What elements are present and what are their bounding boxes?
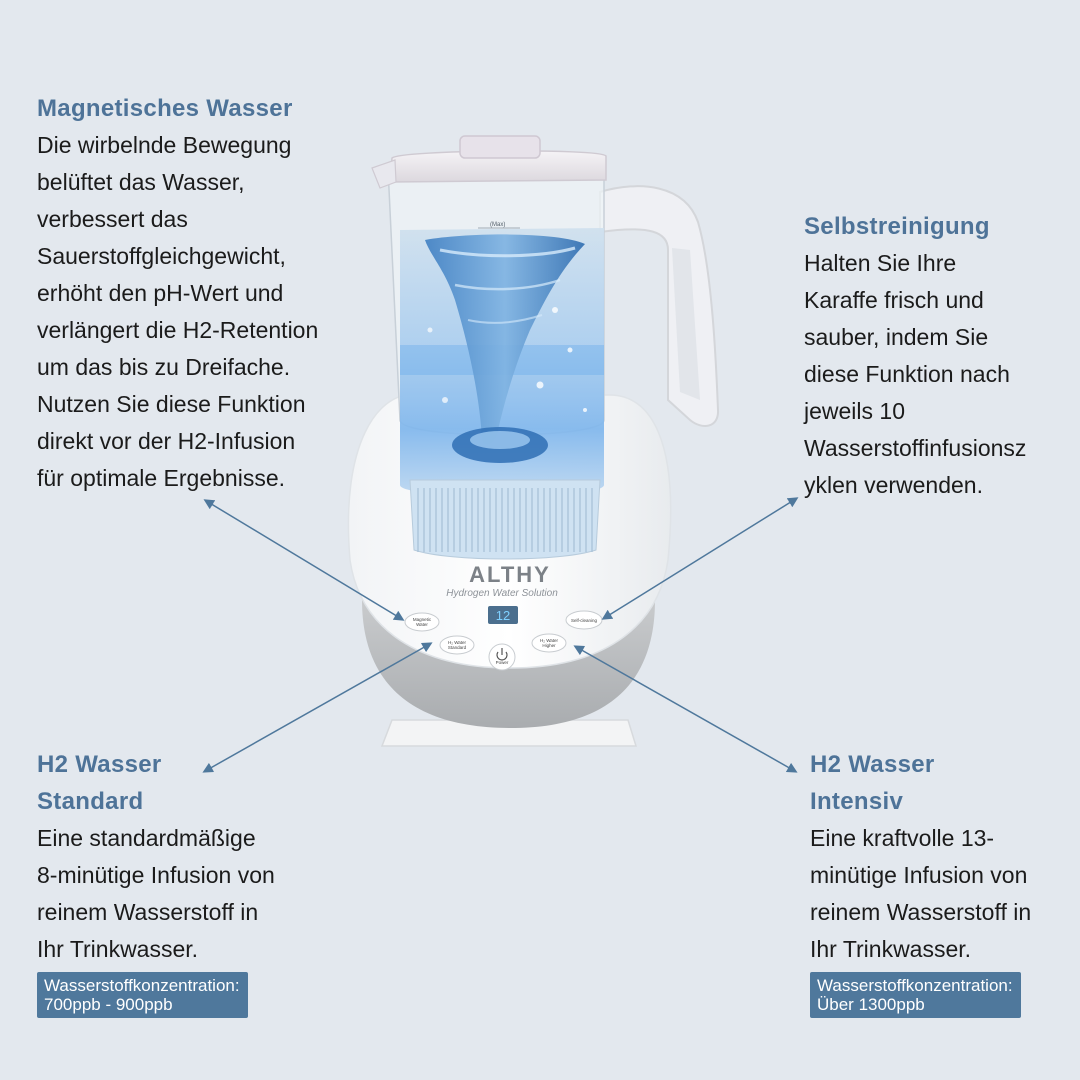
description-line: Nutzen Sie diese Funktion [37, 391, 306, 417]
pitcher-glass [387, 159, 605, 436]
concentration-badge: Wasserstoffkonzentration: Über 1300ppb [810, 972, 1021, 1018]
vortex-splash [452, 427, 548, 463]
base-plate [380, 719, 638, 747]
description-line: Halten Sie Ihre [804, 250, 957, 276]
description-line: Karaffe frisch und [804, 287, 984, 313]
svg-text:H₂ Water: H₂ Water [540, 638, 559, 643]
description-line: jeweils 10 [804, 398, 905, 424]
self-cleaning-button[interactable]: Self-cleaning [565, 610, 603, 630]
description-line: Die wirbelnde Bewegung [37, 132, 292, 158]
svg-text:H₂ Water: H₂ Water [448, 640, 467, 645]
feature-h2-standard: H2 Wasser Standard Eine standardmäßige 8-… [37, 746, 337, 1018]
description-line: minütige Infusion von [810, 862, 1028, 888]
description-line: belüftet das Wasser, [37, 169, 245, 195]
description-line: reinem Wasserstoff in [37, 899, 259, 925]
arrow-selfclean [601, 497, 799, 620]
description-line: yklen verwenden. [804, 472, 983, 498]
feature-description: Eine standardmäßige 8-minütige Infusion v… [37, 820, 337, 968]
svg-text:Water: Water [416, 622, 428, 627]
power-button[interactable]: Power [488, 643, 516, 671]
feature-title: H2 Wasser [37, 751, 162, 778]
description-line: sauber, indem Sie [804, 324, 989, 350]
svg-text:Standard: Standard [448, 645, 467, 650]
svg-text:Higher: Higher [542, 643, 556, 648]
magnetic-water-button[interactable]: Magnetic Water [404, 612, 440, 632]
power-icon [496, 648, 508, 661]
feature-title: H2 Wasser [810, 751, 935, 778]
description-line: diese Funktion nach [804, 361, 1010, 387]
svg-text:Magnetic: Magnetic [413, 617, 432, 622]
description-line: reinem Wasserstoff in [810, 899, 1032, 925]
badge-label: Wasserstoffkonzentration: [817, 976, 1013, 995]
base-white-shell [347, 394, 672, 669]
base-grey-shell [362, 600, 655, 728]
pitcher-handle [599, 185, 720, 427]
h2-higher-button[interactable]: H₂ Water Higher [531, 633, 567, 653]
max-mark: (Max) [490, 222, 505, 228]
description-line: Wasserstoffinfusionsz [804, 435, 1027, 461]
description-line: Ihr Trinkwasser. [810, 936, 972, 962]
feature-magnetic-water: Magnetisches Wasser Die wirbelnde Bewegu… [37, 90, 367, 497]
feature-title: Magnetisches Wasser [37, 95, 293, 122]
badge-value: Über 1300ppb [817, 995, 925, 1014]
pitcher-spout [371, 159, 397, 189]
svg-text:Self-cleaning: Self-cleaning [571, 618, 598, 623]
arrow-magnetic [203, 499, 405, 621]
pitcher-lid [389, 150, 607, 183]
svg-text:Power: Power [496, 660, 509, 665]
feature-title: Selbstreinigung [804, 213, 990, 240]
description-line: um das bis zu Dreifache. [37, 354, 291, 380]
feature-h2-intensive: H2 Wasser Intensiv Eine kraftvolle 13- mi… [810, 746, 1070, 1018]
brand-tagline: Hydrogen Water Solution [446, 588, 558, 599]
description-line: Eine standardmäßige [37, 825, 256, 851]
description-line: direkt vor der H2-Infusion [37, 428, 296, 454]
concentration-badge: Wasserstoffkonzentration: 700ppb - 900pp… [37, 972, 248, 1018]
description-line: erhöht den pH-Wert und [37, 280, 284, 306]
lcd-value: 12 [496, 608, 510, 623]
description-line: verlängert die H2-Retention [37, 317, 319, 343]
pitcher-water [400, 228, 604, 497]
badge-value: 700ppb - 900ppb [44, 995, 173, 1014]
description-line: Sauerstoffgleichgewicht, [37, 243, 286, 269]
description-line: 8-minütige Infusion von [37, 862, 275, 888]
filter-grill [409, 479, 601, 560]
feature-title-line-2: Intensiv [810, 788, 904, 815]
description-line: Eine kraftvolle 13- [810, 825, 995, 851]
description-line: Ihr Trinkwasser. [37, 936, 199, 962]
arrow-intensive [573, 645, 798, 773]
badge-label: Wasserstoffkonzentration: [44, 976, 240, 995]
brand-logo: ALTHY [469, 562, 551, 587]
feature-title-line-2: Standard [37, 788, 144, 815]
feature-description: Eine kraftvolle 13- minütige Infusion von… [810, 820, 1070, 968]
description-line: für optimale Ergebnisse. [37, 465, 286, 491]
feature-description: Die wirbelnde Bewegung belüftet das Wasse… [37, 127, 367, 497]
water-vortex [425, 234, 585, 445]
lid-knob [459, 135, 541, 159]
h2-standard-button[interactable]: H₂ Water Standard [439, 635, 475, 655]
description-line: verbessert das [37, 206, 188, 232]
lcd-display [488, 606, 518, 624]
